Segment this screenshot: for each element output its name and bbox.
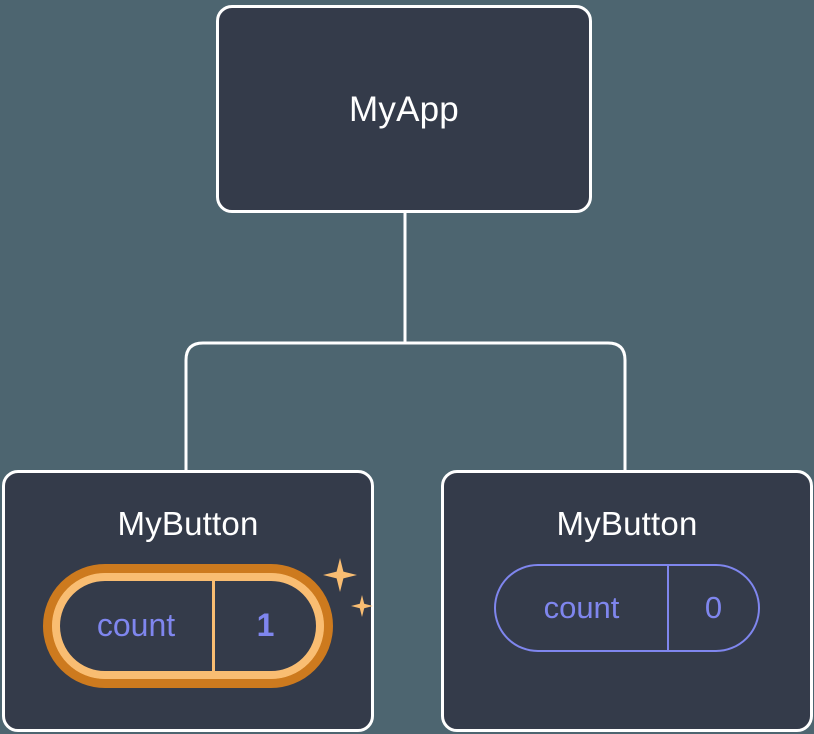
state-pill-inner: count 1 (52, 573, 324, 679)
sparkle-icon (351, 595, 373, 617)
sparkle-icon (323, 558, 357, 592)
state-pill-plain[interactable]: count 0 (494, 564, 760, 652)
node-myapp-title: MyApp (349, 89, 459, 129)
state-pill-right-wrapper: count 0 (494, 564, 760, 652)
node-mybutton-right[interactable]: MyButton count 0 (441, 470, 813, 732)
state-key-label: count (60, 581, 215, 671)
node-myapp[interactable]: MyApp (216, 5, 592, 213)
node-mybutton-right-title: MyButton (556, 505, 698, 542)
state-pill-left-wrapper: count 1 (43, 558, 373, 688)
state-value-label: 1 (256, 607, 275, 643)
state-pill-highlighted[interactable]: count 1 (43, 564, 333, 688)
state-key-label: count (496, 566, 669, 650)
node-mybutton-left[interactable]: MyButton count 1 (2, 470, 374, 732)
connector-branch-bar (184, 341, 627, 470)
state-value-label: 0 (704, 589, 723, 625)
node-mybutton-left-title: MyButton (117, 505, 259, 542)
